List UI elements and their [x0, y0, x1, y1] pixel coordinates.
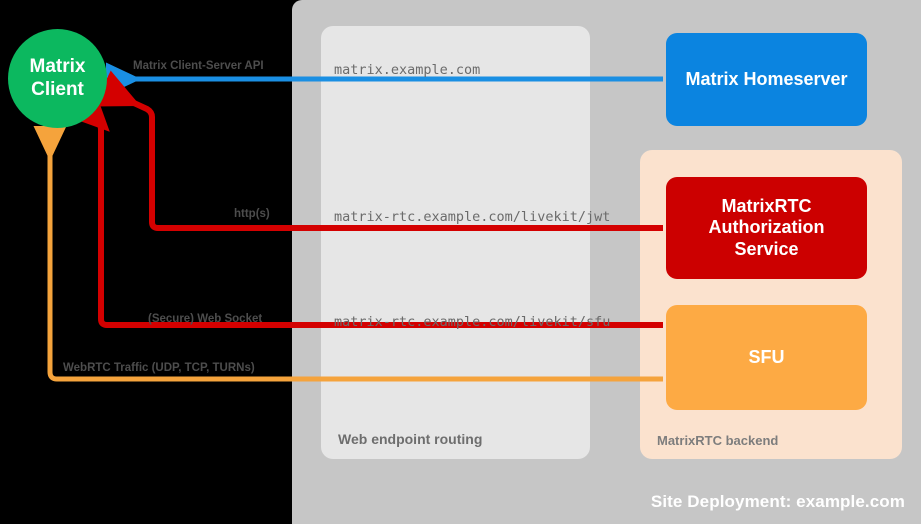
endpoint-label-matrix: matrix.example.com: [334, 62, 481, 78]
web-endpoint-routing-panel: Web endpoint routing: [321, 26, 590, 459]
node-matrix-homeserver[interactable]: Matrix Homeserver: [666, 33, 867, 126]
node-sfu[interactable]: SFU: [666, 305, 867, 410]
endpoint-label-livekit-jwt: matrix-rtc.example.com/livekit/jwt: [334, 209, 611, 225]
web-endpoint-routing-label: Web endpoint routing: [338, 431, 483, 447]
node-matrix-client[interactable]: Matrix Client: [8, 29, 107, 128]
node-matrixrtc-authorization-service-label: MatrixRTC Authorization Service: [708, 196, 825, 259]
protocol-label-webrtc-traffic: WebRTC Traffic (UDP, TCP, TURNs): [63, 362, 255, 374]
node-matrix-homeserver-label: Matrix Homeserver: [685, 68, 848, 89]
protocol-label-http: http(s): [234, 208, 270, 220]
endpoint-label-livekit-sfu: matrix-rtc.example.com/livekit/sfu: [334, 314, 611, 330]
node-matrix-client-label: Matrix Client: [29, 56, 86, 100]
matrixrtc-backend-label: MatrixRTC backend: [657, 433, 779, 448]
node-sfu-label: SFU: [748, 346, 785, 367]
wire-livekit-sfu: [66, 88, 663, 328]
wire-webrtc-traffic: [33, 125, 663, 382]
wire-livekit-jwt: [94, 70, 663, 231]
protocol-label-web-socket: (Secure) Web Socket: [148, 313, 263, 325]
protocol-label-client-server-api: Matrix Client-Server API: [133, 60, 264, 72]
node-matrixrtc-authorization-service[interactable]: MatrixRTC Authorization Service: [666, 177, 867, 279]
site-deployment-label: Site Deployment: example.com: [650, 492, 905, 511]
